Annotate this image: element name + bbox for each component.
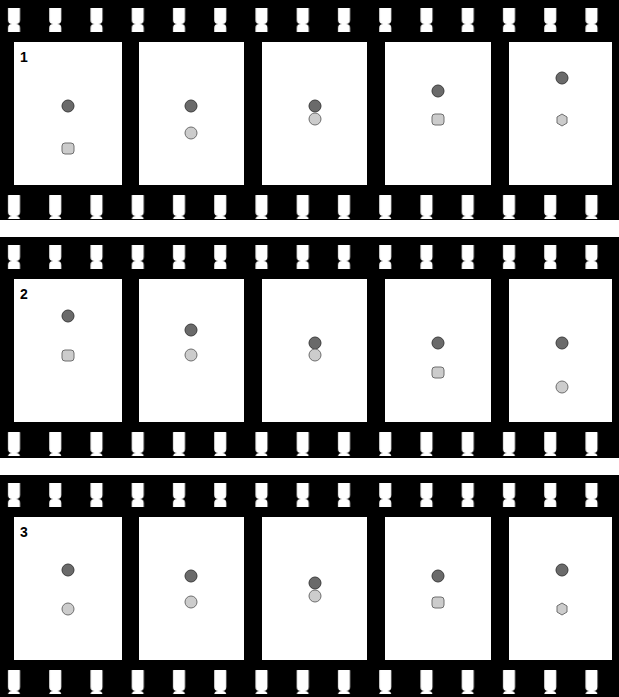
film-strip [0, 475, 619, 697]
film-strip [0, 237, 619, 458]
light-dots [62, 113, 568, 615]
strip-number: 2 [19, 286, 29, 302]
film-strip [0, 0, 619, 220]
strip-number: 1 [19, 49, 29, 65]
strip-number: 3 [19, 524, 29, 540]
dark-dots [62, 72, 568, 589]
